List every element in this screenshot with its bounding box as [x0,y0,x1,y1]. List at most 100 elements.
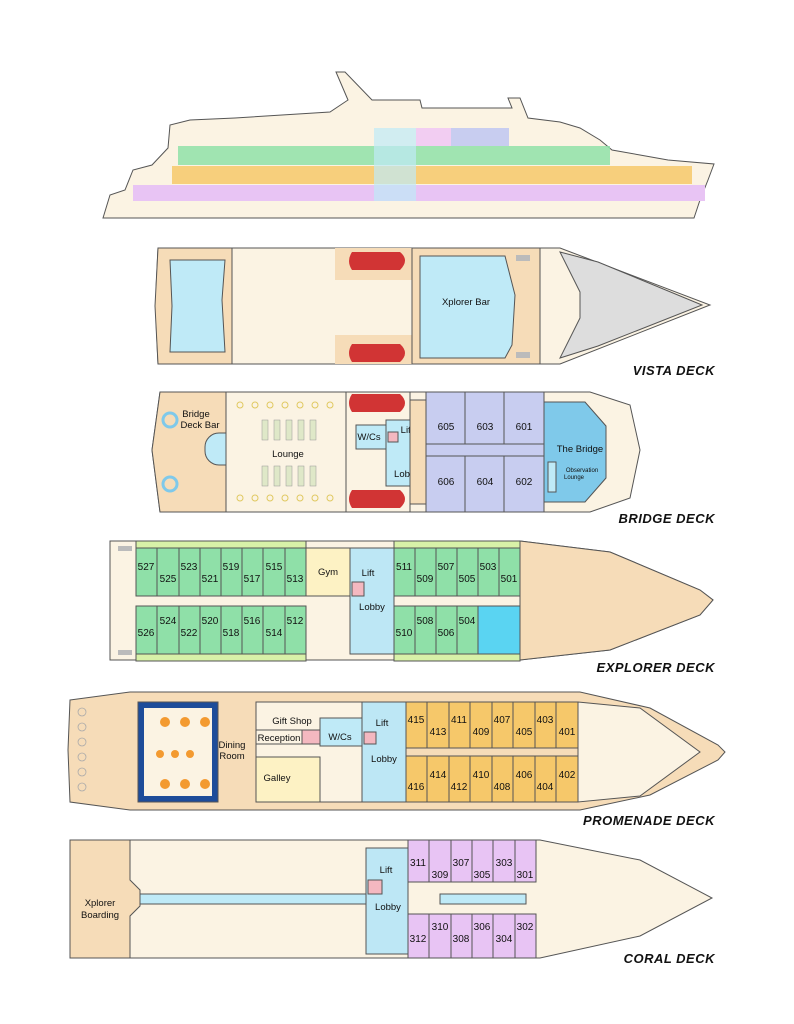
vista-deck: Xplorer Bar [154,247,712,365]
lift-box [367,879,383,895]
vista-deck-name: VISTA DECK [633,363,716,378]
cabin-501: 501 [501,574,518,585]
cabin-523: 523 [181,562,198,573]
promenade-deck-name: PROMENADE DECK [583,813,716,828]
lounge-label: Lounge [272,449,304,460]
bridge-deck-bar-label-1: Bridge [182,409,209,420]
lobby-label: Lobby [375,902,401,913]
cabin-509: 509 [417,574,434,585]
cabin-505: 505 [459,574,476,585]
cabin-525: 525 [160,574,177,585]
cabin-518: 518 [223,628,240,639]
coral-lobby [365,847,409,955]
cabin-415: 415 [408,715,425,726]
cabin-604: 604 [477,477,494,488]
explorer-deck: 527 525 523 521 519 517 515 513 526 524 … [109,540,714,662]
cabin-302: 302 [517,922,534,933]
cabin-410: 410 [473,770,490,781]
lift-label: Lift [401,425,414,436]
cabin-301: 301 [517,870,534,881]
bridge-deck-bar-label-2: Deck Bar [180,420,219,431]
cabin-403: 403 [537,715,554,726]
cabin-311: 311 [410,858,426,869]
cabin-305: 305 [474,870,491,881]
cabin-606: 606 [438,477,455,488]
cabin-527: 527 [138,562,155,573]
cabin-605: 605 [438,422,455,433]
cabin-312: 312 [410,934,427,945]
explorer-deck-name: EXPLORER DECK [597,660,717,675]
dining-label-1: Dining [219,740,246,751]
cabin-513: 513 [287,574,304,585]
cabin-517: 517 [244,574,261,585]
lobby-label: Lobby [359,602,385,613]
cabin-510: 510 [396,628,413,639]
cabin-521: 521 [202,574,219,585]
cabin-401: 401 [559,727,576,738]
cabin-307: 307 [453,858,470,869]
cabin-508: 508 [417,616,434,627]
bridge-deck-name: BRIDGE DECK [618,511,716,526]
cabin-404: 404 [537,782,554,793]
bridge-deck-band-b [451,128,509,146]
suite [477,605,521,655]
cabin-405: 405 [516,727,533,738]
lifeboat [349,490,405,508]
cabin-310: 310 [432,922,449,933]
cabin-309: 309 [432,870,449,881]
cabin-506: 506 [438,628,455,639]
promenade-deck: Dining Room Gift Shop Reception W/Cs Gal… [67,691,726,811]
cabin-409: 409 [473,727,490,738]
cabin-504: 504 [459,616,476,627]
lift-label: Lift [380,865,393,876]
lift-box [387,431,399,443]
cabin-515: 515 [266,562,283,573]
lift-box [363,731,377,745]
wcs-label: W/Cs [357,432,380,443]
lifeboat [349,394,405,412]
cabin-402: 402 [559,770,576,781]
lobby-label: Lobby [371,754,397,765]
cabin-414: 414 [430,770,447,781]
xplorer-bar [419,255,516,359]
bridge-deck: Bridge Deck Bar Lounge W/Cs Lift Lobby 6… [151,391,641,513]
wcs-room [319,717,363,747]
coral-deck: Xplorer Boarding Lift Lobby 311 309 307 … [69,839,714,959]
cabin-406: 406 [516,770,533,781]
cabin-522: 522 [181,628,198,639]
cabin-503: 503 [480,562,497,573]
cabin-516: 516 [244,616,261,627]
explorer-lobby [349,547,395,655]
cabin-412: 412 [451,782,468,793]
lift-label: Lift [362,568,375,579]
the-bridge-label: The Bridge [557,444,603,455]
cabin-514: 514 [266,628,283,639]
galley [255,756,321,803]
reception-label: Reception [258,733,301,744]
gym-room [305,547,351,597]
bridge-deck-band-a [416,128,451,146]
cabin-303: 303 [496,858,513,869]
cabin-416: 416 [408,782,425,793]
lifeboat [349,344,405,362]
cabin-526: 526 [138,628,155,639]
cabin-519: 519 [223,562,240,573]
cabin-413: 413 [430,727,447,738]
cabin-407: 407 [494,715,511,726]
gym-label: Gym [318,567,338,578]
cabin-602: 602 [516,477,533,488]
lobby-band [374,128,416,201]
cabin-507: 507 [438,562,455,573]
lift-label: Lift [376,718,389,729]
cabin-524: 524 [160,616,177,627]
cabin-511: 511 [396,562,412,573]
dining-label-2: Room [219,751,244,762]
cabin-308: 308 [453,934,470,945]
the-bridge-room [543,401,607,503]
lobby-label: Lobby [394,469,420,480]
cabin-411: 411 [451,715,467,726]
boarding-label-2: Boarding [81,910,119,921]
promenade-lobby [361,701,407,803]
cabin-512: 512 [287,616,304,627]
